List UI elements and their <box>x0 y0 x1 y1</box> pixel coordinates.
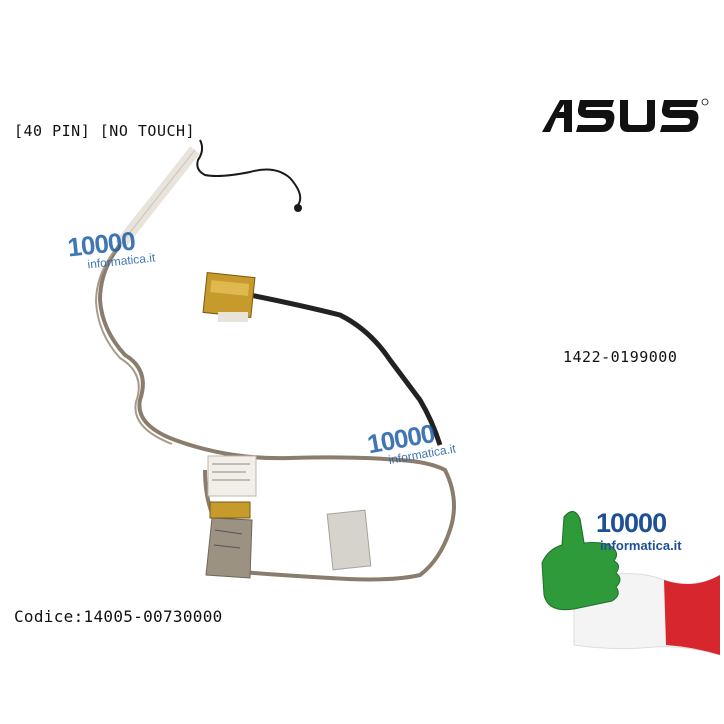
touch-wire <box>196 139 302 206</box>
flag-red <box>664 575 720 655</box>
italy-thumbs-up-badge <box>541 511 720 655</box>
badge-logo: 10000 informatica.it <box>596 508 682 553</box>
tape-edge <box>119 149 196 246</box>
black-cable <box>249 292 443 446</box>
foil-tape <box>326 509 372 571</box>
label-sticker <box>207 455 257 497</box>
watermark-top: 10000 informatica.it <box>66 226 156 273</box>
badge-number: 10000 <box>596 508 667 538</box>
bottom-ribbon <box>205 517 253 579</box>
top-connector-tab <box>218 312 248 322</box>
product-code: Codice:14005-00730000 <box>14 607 223 626</box>
thumbs-up-hand <box>541 511 621 611</box>
badge-domain: informatica.it <box>600 538 682 553</box>
bottom-connector <box>209 501 251 519</box>
part-number: 1422-0199000 <box>563 348 678 366</box>
main-cable-outer <box>97 243 456 582</box>
asus-logo <box>542 98 709 132</box>
spec-label: [40 PIN] [NO TOUCH] <box>14 122 196 140</box>
main-cable-edge <box>94 249 173 445</box>
wire-connector <box>294 204 302 212</box>
top-connector-pins <box>210 280 250 296</box>
